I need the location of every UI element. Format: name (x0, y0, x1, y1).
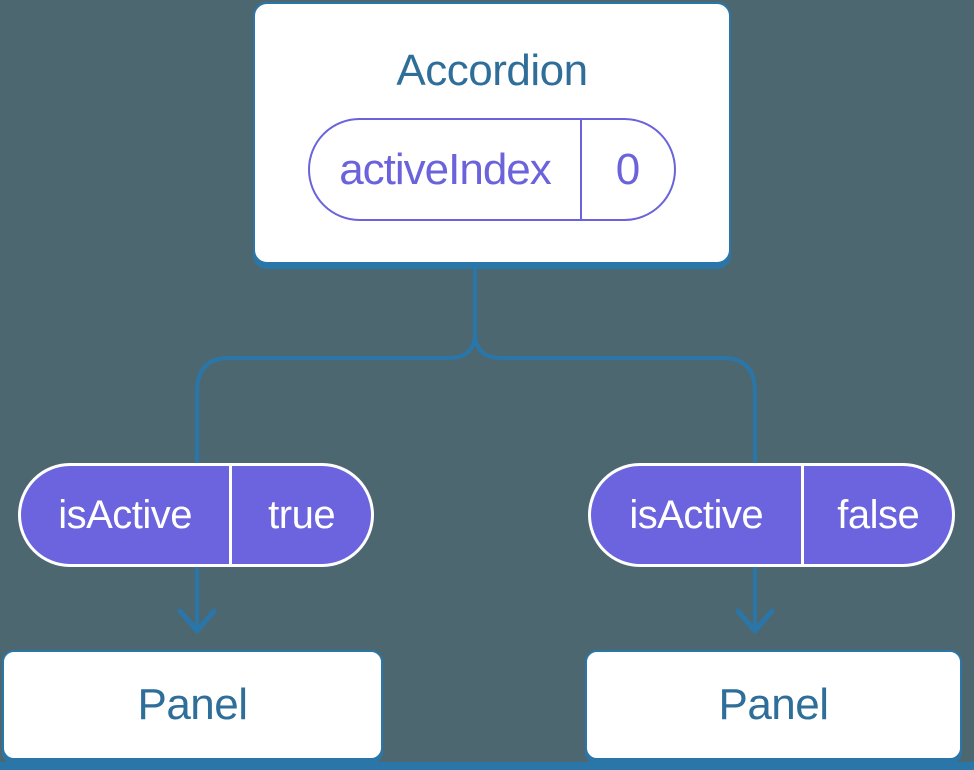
state-pill-name: activeIndex (310, 120, 582, 219)
bottom-edge-bar (0, 762, 974, 770)
panel-label: Panel (137, 680, 248, 729)
accordion-title: Accordion (396, 46, 588, 95)
prop-pill-isactive-false: isActive false (588, 463, 955, 567)
state-pill-value: 0 (615, 144, 641, 194)
prop-pill-name: isActive (591, 466, 805, 564)
arrow-down-icon (177, 608, 217, 634)
prop-pill-isactive-true: isActive true (18, 463, 374, 567)
panel-label: Panel (718, 680, 829, 729)
prop-pill-value: true (268, 492, 336, 537)
prop-pill-value: false (837, 492, 920, 537)
state-pill: activeIndex 0 (308, 118, 676, 221)
arrow-down-icon (735, 608, 775, 634)
prop-pill-name: isActive (21, 466, 233, 564)
panel-component-card: Panel (2, 650, 383, 760)
connector-right-branch (473, 264, 757, 628)
connector-left-branch (195, 264, 477, 628)
panel-component-card: Panel (585, 650, 962, 760)
accordion-component-card: Accordion activeIndex 0 (253, 2, 731, 264)
